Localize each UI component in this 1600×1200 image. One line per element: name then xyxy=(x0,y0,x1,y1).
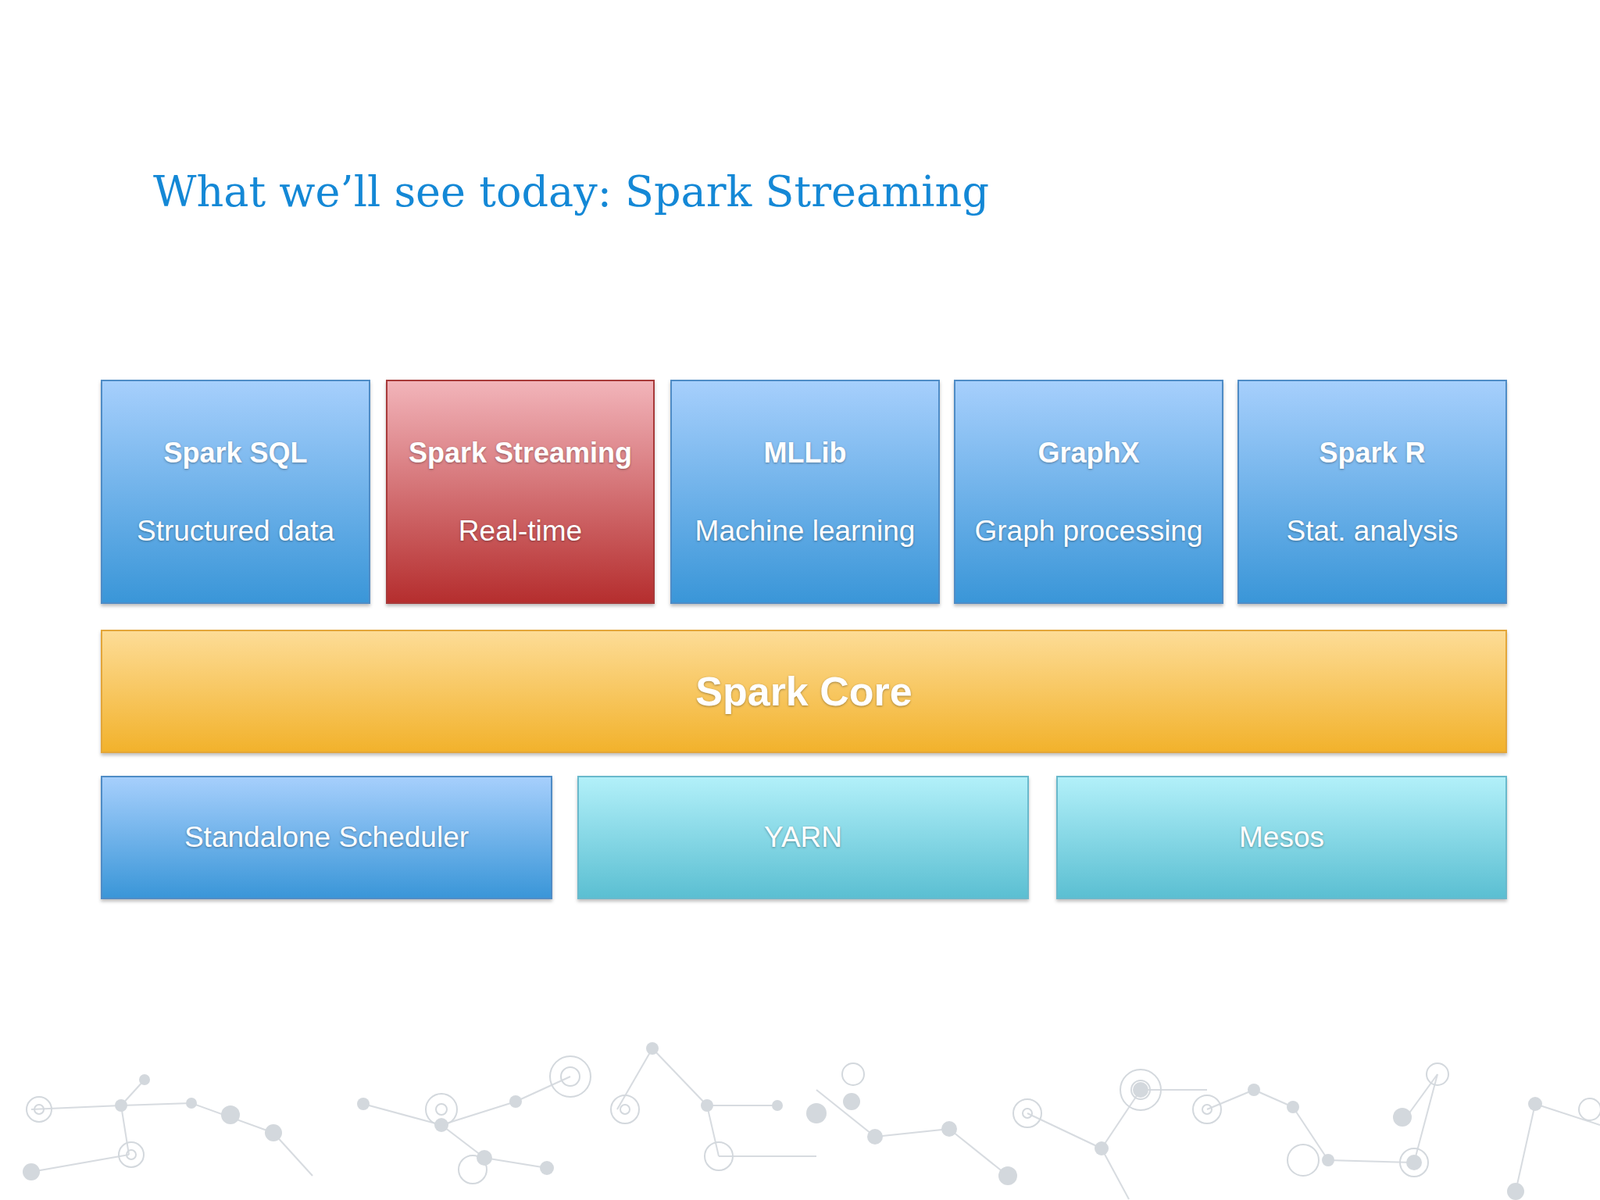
core-band: Spark Core xyxy=(100,629,1508,754)
box-body: Real-time xyxy=(458,514,583,548)
box-heading: MLLib xyxy=(764,436,847,470)
module-box: Spark SQL Structured data xyxy=(100,379,371,604)
box-body: Machine learning xyxy=(695,514,916,548)
module-box: MLLibMachine learning xyxy=(670,379,940,604)
box-heading: Spark Streaming xyxy=(408,436,633,470)
scheduler-box: Mesos xyxy=(1056,775,1508,900)
box-body: Structured data xyxy=(136,514,335,548)
box-heading: Spark Core xyxy=(695,667,912,715)
box-heading: Mesos xyxy=(1239,821,1325,854)
box-body: Graph processing xyxy=(974,514,1203,548)
box-heading: GraphX xyxy=(1037,436,1140,470)
box-heading: YARN xyxy=(764,821,843,854)
box-heading: Standalone Scheduler xyxy=(184,821,469,854)
scheduler-box: Standalone Scheduler xyxy=(100,775,553,900)
box-body: Stat. analysis xyxy=(1285,514,1458,548)
box-heading: Spark R xyxy=(1318,436,1425,470)
box-heading: Spark SQL xyxy=(163,436,308,470)
scheduler-box: YARN xyxy=(577,775,1029,900)
module-box: GraphX Graph processing xyxy=(953,379,1224,604)
module-box-highlighted: Spark StreamingReal-time xyxy=(385,379,655,604)
slide-title: What we’ll see today: Spark Streaming xyxy=(153,167,990,217)
module-box: Spark R Stat. analysis xyxy=(1237,379,1508,604)
